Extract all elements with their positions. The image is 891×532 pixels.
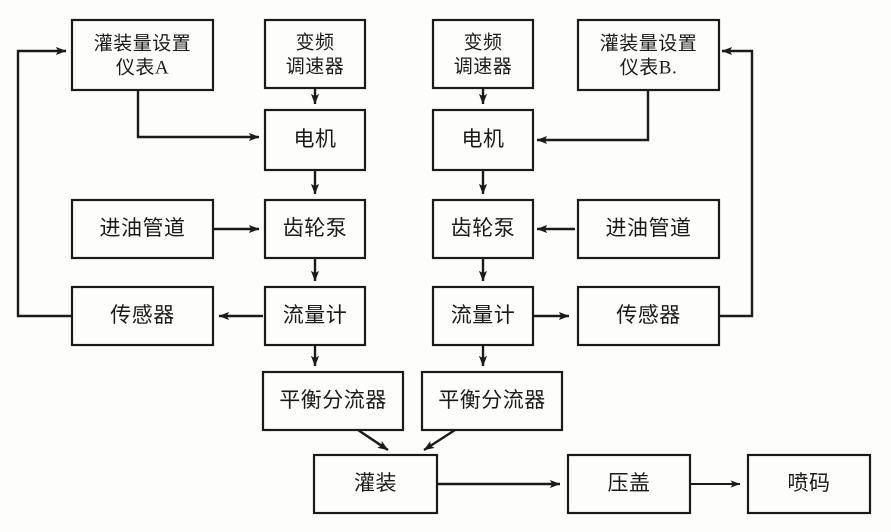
node-meter-a-label-line2: 仪表A: [116, 56, 169, 78]
node-vfd-right-label-line2: 调速器: [454, 55, 513, 77]
node-sensor-left-label: 传感器: [110, 303, 175, 327]
node-oil-inlet-left-box: [70, 198, 215, 260]
node-sensor-left[interactable]: 传感器: [70, 285, 215, 347]
edge-sensor-right-to-meter-b: [715, 46, 754, 318]
node-gear-pump-right[interactable]: 齿轮泵: [431, 198, 535, 260]
node-meter-a[interactable]: 灌装量设置 仪表A: [70, 18, 215, 92]
node-filling-label: 灌装: [354, 471, 397, 495]
edge-splitter-left-to-filling: [357, 429, 389, 451]
node-splitter-left-box: [261, 370, 405, 432]
edge-sensor-left-to-meter-a: [16, 46, 72, 318]
node-flow-meter-right[interactable]: 流量计: [431, 285, 535, 347]
node-oil-inlet-right-label: 进油管道: [606, 216, 692, 240]
edge-meter-a-to-motor-left: [136, 90, 260, 142]
node-gear-pump-left-box: [263, 198, 367, 260]
node-oil-inlet-right-box: [576, 198, 721, 260]
node-sensor-right-label: 传感器: [616, 303, 681, 327]
node-motor-right-box: [431, 108, 535, 172]
node-meter-b-label-line2: 仪表B.: [620, 56, 677, 78]
node-splitter-left-label: 平衡分流器: [279, 388, 387, 412]
node-vfd-left[interactable]: 变频 调速器: [263, 18, 367, 90]
node-motor-left-label: 电机: [294, 127, 337, 151]
node-filling-box: [312, 453, 439, 515]
node-vfd-left-label-line1: 变频: [295, 31, 334, 53]
node-vfd-left-box: [263, 18, 367, 90]
node-filling[interactable]: 灌装: [312, 453, 439, 515]
node-flow-meter-left-label: 流量计: [283, 303, 348, 327]
node-meter-b-box: [576, 18, 721, 92]
node-flow-meter-right-box: [431, 285, 535, 347]
node-sensor-right[interactable]: 传感器: [576, 285, 721, 347]
node-flow-meter-left-box: [263, 285, 367, 347]
node-oil-inlet-right[interactable]: 进油管道: [576, 198, 721, 260]
node-oil-inlet-left-label: 进油管道: [100, 216, 186, 240]
node-splitter-right-box: [420, 370, 564, 432]
node-gear-pump-right-label: 齿轮泵: [451, 216, 516, 240]
node-vfd-right-box: [431, 18, 535, 90]
node-oil-inlet-left[interactable]: 进油管道: [70, 198, 215, 260]
node-flow-meter-right-label: 流量计: [451, 303, 516, 327]
node-motor-left-box: [263, 108, 367, 172]
node-splitter-left[interactable]: 平衡分流器: [261, 370, 405, 432]
node-gear-pump-left-label: 齿轮泵: [283, 216, 348, 240]
node-sensor-right-box: [576, 285, 721, 347]
node-meter-a-label-line1: 灌装量设置: [94, 32, 192, 54]
node-vfd-left-label-line2: 调速器: [286, 55, 345, 77]
node-splitter-right-label: 平衡分流器: [438, 388, 546, 412]
node-vfd-right[interactable]: 变频 调速器: [431, 18, 535, 90]
node-meter-a-box: [70, 18, 215, 92]
node-flow-meter-left[interactable]: 流量计: [263, 285, 367, 347]
node-gear-pump-left[interactable]: 齿轮泵: [263, 198, 367, 260]
node-coding[interactable]: 喷码: [746, 453, 872, 515]
node-meter-b-label-line1: 灌装量设置: [600, 32, 698, 54]
node-meter-b[interactable]: 灌装量设置 仪表B.: [576, 18, 721, 92]
node-capping[interactable]: 压盖: [566, 453, 692, 515]
edge-splitter-right-to-filling: [423, 428, 456, 452]
node-coding-label: 喷码: [788, 471, 831, 495]
node-motor-left[interactable]: 电机: [263, 108, 367, 172]
node-motor-right-label: 电机: [462, 127, 505, 151]
node-gear-pump-right-box: [431, 198, 535, 260]
node-splitter-right[interactable]: 平衡分流器: [420, 370, 564, 432]
edge-meter-b-to-motor-right: [536, 90, 650, 145]
node-capping-label: 压盖: [608, 471, 651, 495]
node-vfd-right-label-line1: 变频: [463, 31, 502, 53]
node-coding-box: [746, 453, 872, 515]
node-sensor-left-box: [70, 285, 215, 347]
node-motor-right[interactable]: 电机: [431, 108, 535, 172]
node-capping-box: [566, 453, 692, 515]
